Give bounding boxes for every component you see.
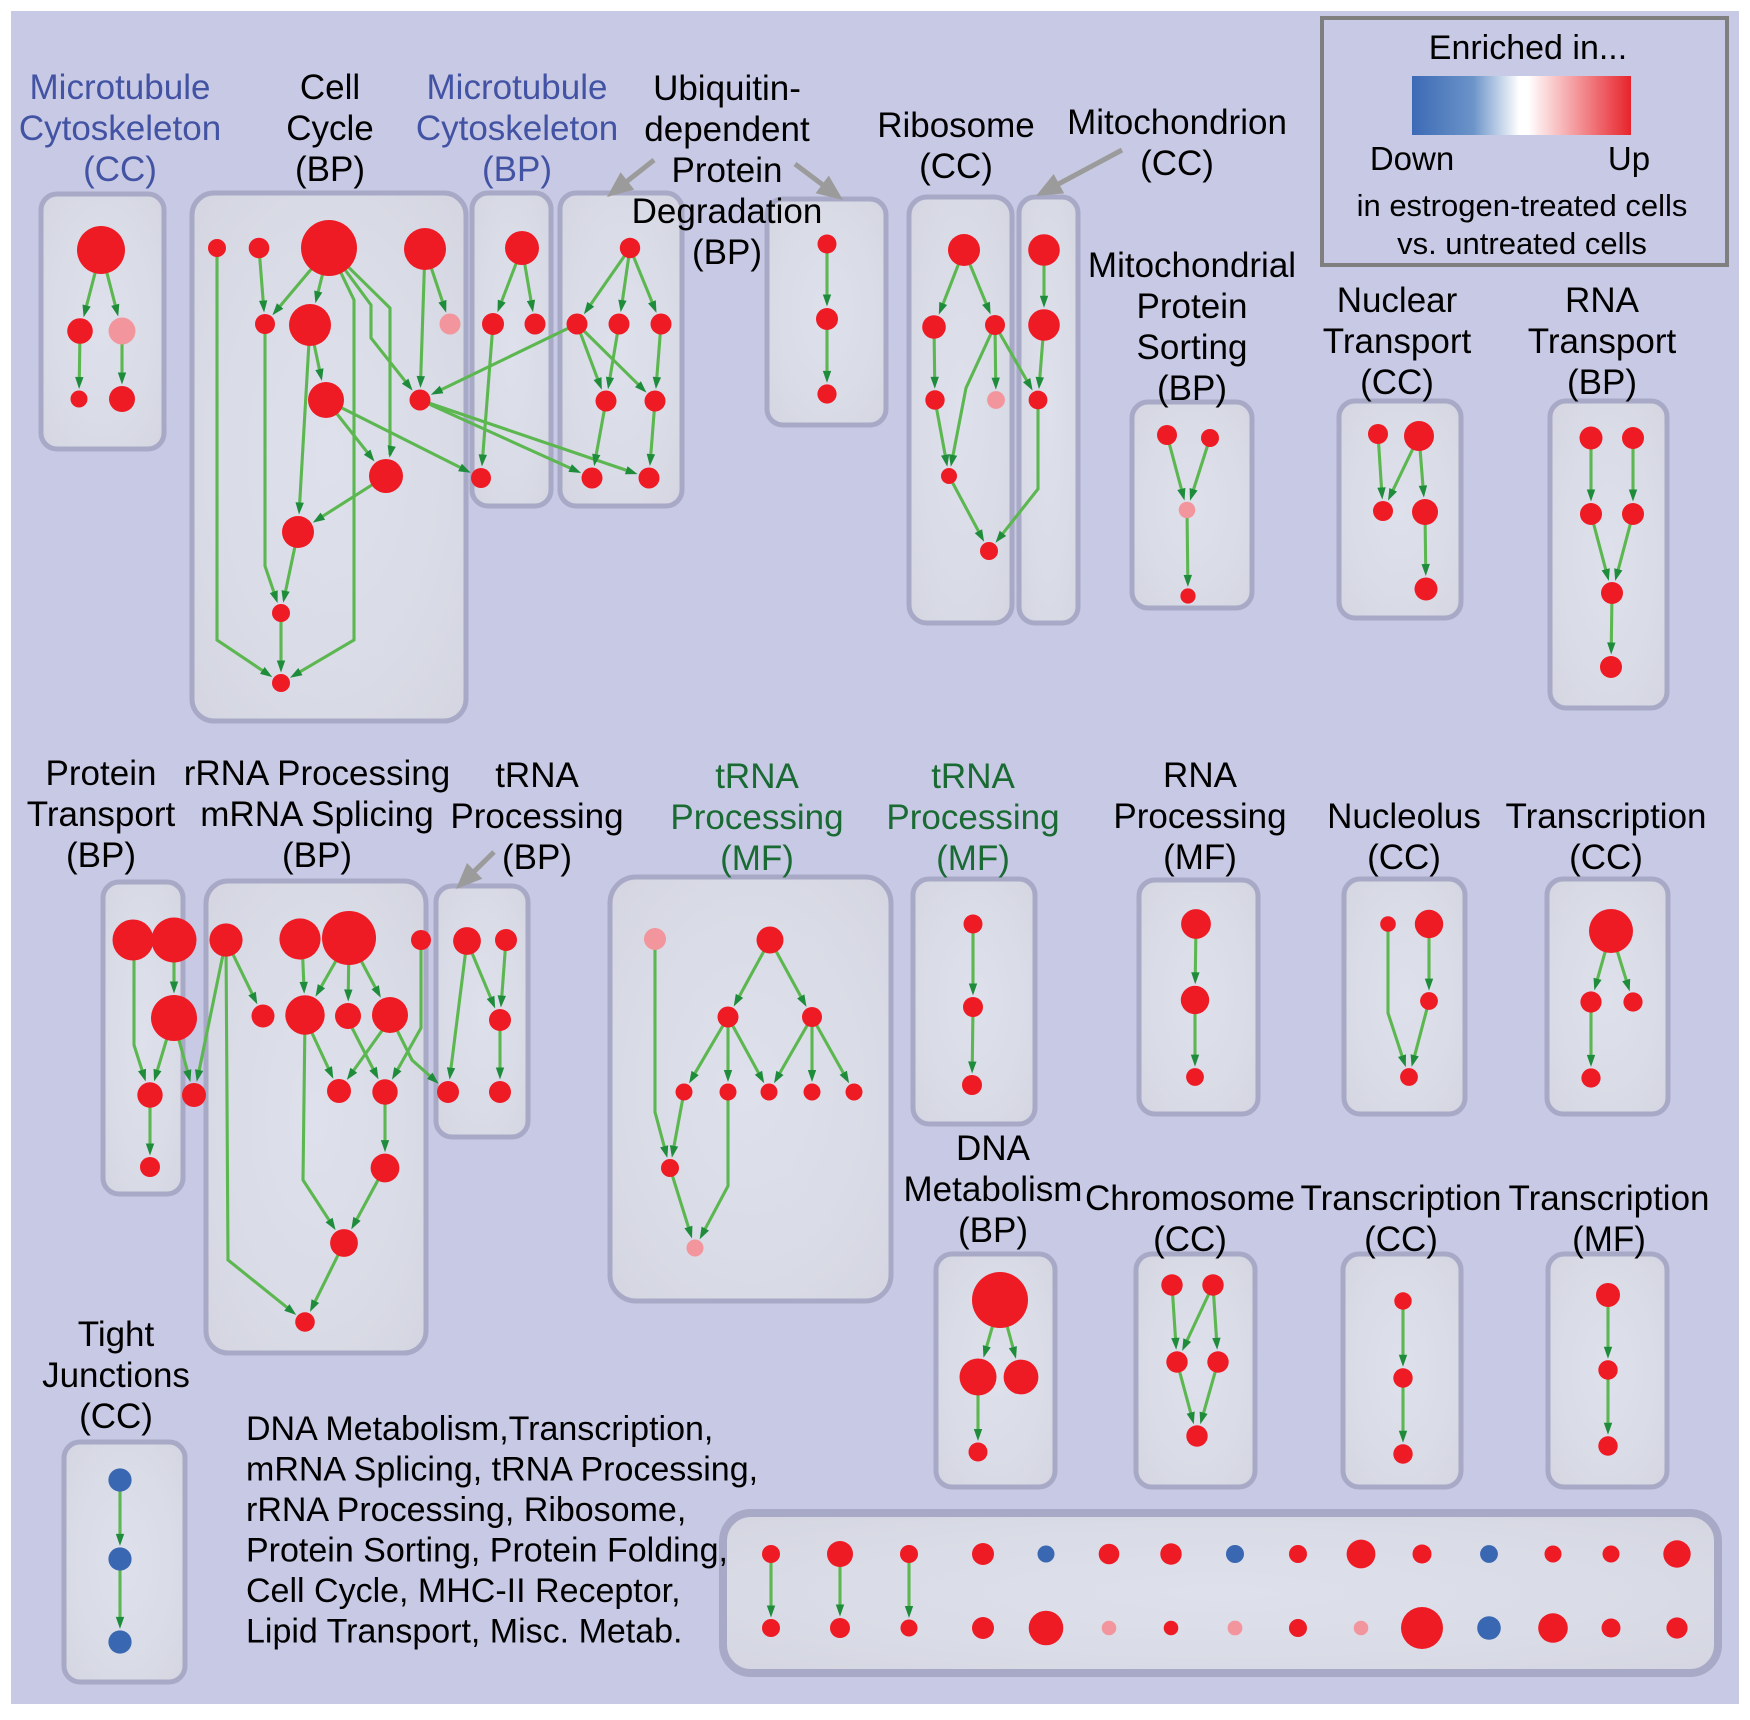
svg-text:Junctions: Junctions [42, 1356, 190, 1395]
svg-text:(BP): (BP) [502, 838, 572, 877]
svg-text:Down: Down [1370, 140, 1454, 177]
svg-text:Mitochondrion: Mitochondrion [1067, 103, 1287, 142]
svg-text:Microtubule: Microtubule [427, 68, 608, 107]
svg-text:RNA: RNA [1163, 756, 1238, 795]
svg-text:(BP): (BP) [66, 836, 136, 875]
svg-text:DNA Metabolism,Transcription,: DNA Metabolism,Transcription, [246, 1410, 713, 1448]
svg-text:Nuclear: Nuclear [1337, 281, 1458, 320]
svg-text:(CC): (CC) [79, 1397, 153, 1436]
svg-text:DNA: DNA [956, 1129, 1031, 1168]
svg-text:rRNA Processing, Ribosome,: rRNA Processing, Ribosome, [246, 1491, 686, 1529]
svg-text:Nucleolus: Nucleolus [1327, 797, 1481, 836]
svg-text:Processing: Processing [886, 798, 1059, 837]
svg-text:RNA: RNA [1565, 281, 1640, 320]
svg-text:(CC): (CC) [1367, 838, 1441, 877]
svg-text:(MF): (MF) [1163, 838, 1237, 877]
svg-text:Lipid Transport, Misc. Metab.: Lipid Transport, Misc. Metab. [246, 1613, 683, 1651]
svg-text:(BP): (BP) [1567, 363, 1637, 402]
svg-text:in estrogen-treated cells: in estrogen-treated cells [1357, 188, 1688, 223]
svg-text:(MF): (MF) [1572, 1220, 1646, 1259]
svg-text:(CC): (CC) [83, 150, 157, 189]
svg-text:Transport: Transport [1323, 322, 1472, 361]
svg-text:rRNA Processing: rRNA Processing [184, 754, 450, 793]
svg-text:tRNA: tRNA [495, 756, 579, 795]
svg-text:Ribosome: Ribosome [877, 106, 1035, 145]
svg-text:(CC): (CC) [1364, 1220, 1438, 1259]
svg-text:Degradation: Degradation [632, 192, 823, 231]
svg-text:(BP): (BP) [1157, 369, 1227, 408]
svg-text:mRNA Splicing: mRNA Splicing [200, 795, 433, 834]
svg-text:Chromosome: Chromosome [1085, 1179, 1295, 1218]
svg-text:Tight: Tight [78, 1315, 155, 1354]
svg-text:(CC): (CC) [1153, 1220, 1227, 1259]
svg-text:(CC): (CC) [1140, 144, 1214, 183]
svg-text:Protein: Protein [672, 151, 783, 190]
svg-text:Up: Up [1608, 140, 1650, 177]
svg-text:Cell: Cell [300, 68, 360, 107]
svg-text:Enriched in...: Enriched in... [1429, 29, 1627, 67]
svg-text:Transcription: Transcription [1301, 1179, 1502, 1218]
svg-text:(BP): (BP) [482, 150, 552, 189]
svg-text:Microtubule: Microtubule [30, 68, 211, 107]
svg-text:dependent: dependent [644, 110, 810, 149]
svg-text:Sorting: Sorting [1137, 328, 1248, 367]
svg-text:(BP): (BP) [958, 1211, 1028, 1250]
svg-text:Ubiquitin-: Ubiquitin- [653, 69, 801, 108]
svg-text:(CC): (CC) [1569, 838, 1643, 877]
svg-text:Transcription: Transcription [1506, 797, 1707, 836]
svg-text:(BP): (BP) [295, 150, 365, 189]
svg-text:Processing: Processing [1113, 797, 1286, 836]
svg-text:Protein: Protein [46, 754, 157, 793]
svg-text:Mitochondrial: Mitochondrial [1088, 246, 1296, 285]
svg-text:(MF): (MF) [936, 839, 1010, 878]
svg-text:Processing: Processing [450, 797, 623, 836]
svg-text:Processing: Processing [670, 798, 843, 837]
svg-text:(CC): (CC) [1360, 363, 1434, 402]
svg-text:(BP): (BP) [282, 836, 352, 875]
svg-text:(MF): (MF) [720, 839, 794, 878]
svg-text:Cytoskeleton: Cytoskeleton [416, 109, 618, 148]
svg-text:Protein: Protein [1137, 287, 1248, 326]
svg-text:Metabolism: Metabolism [904, 1170, 1083, 1209]
svg-text:vs. untreated cells: vs. untreated cells [1397, 226, 1647, 261]
svg-text:(CC): (CC) [919, 147, 993, 186]
svg-text:tRNA: tRNA [931, 757, 1015, 796]
svg-text:Cell Cycle, MHC-II Receptor,: Cell Cycle, MHC-II Receptor, [246, 1572, 681, 1610]
svg-text:Cycle: Cycle [286, 109, 374, 148]
svg-text:Protein Sorting, Protein Foldi: Protein Sorting, Protein Folding, [246, 1532, 728, 1570]
svg-text:Transport: Transport [27, 795, 176, 834]
svg-text:(BP): (BP) [692, 233, 762, 272]
svg-text:Transport: Transport [1528, 322, 1677, 361]
svg-text:mRNA Splicing, tRNA Processing: mRNA Splicing, tRNA Processing, [246, 1451, 758, 1489]
svg-text:tRNA: tRNA [715, 757, 799, 796]
svg-text:Cytoskeleton: Cytoskeleton [19, 109, 221, 148]
svg-text:Transcription: Transcription [1509, 1179, 1710, 1218]
